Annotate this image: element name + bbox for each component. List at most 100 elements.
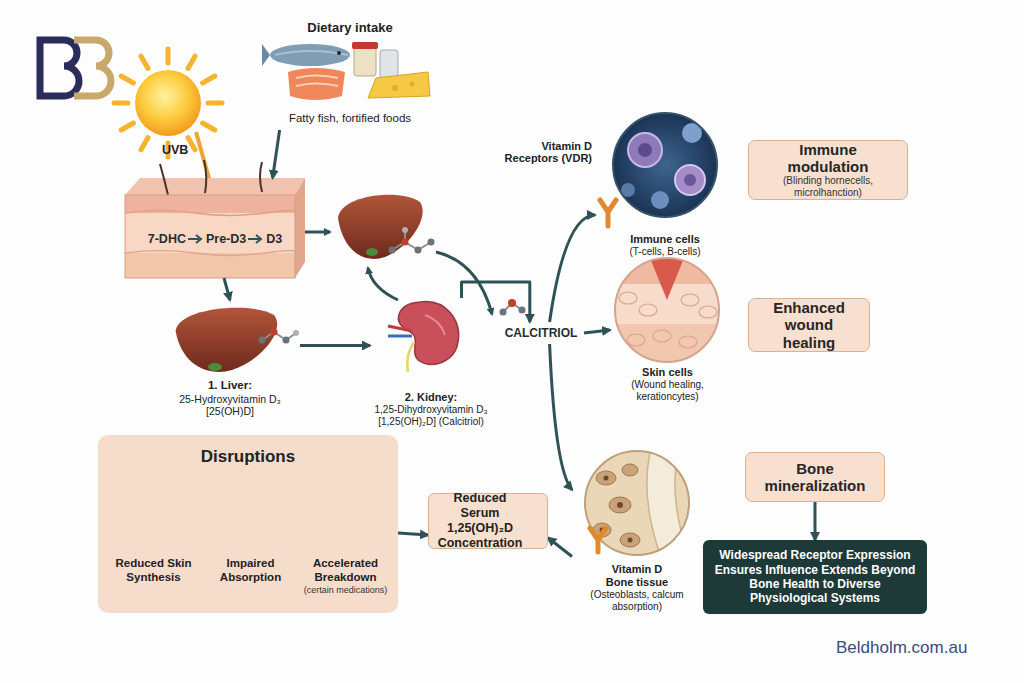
node-text: 1. Liver:: [208, 379, 252, 393]
skin-illustration: [125, 213, 295, 253]
food-illustration: [337, 51, 341, 55]
flow-connector: [550, 215, 595, 322]
kidney-illustration: [407, 342, 414, 372]
liver-illustration: [259, 337, 266, 344]
node-subtext: Fatty fish, fortified foods: [289, 112, 411, 126]
result-box: Reduced Serum 1,25(OH)₂D Concentration: [428, 493, 548, 549]
liver-illustration: [176, 308, 278, 372]
molecule-icon: [500, 309, 507, 316]
node-subtext: 1,25-Dihydroxyvitamin D₃ [1,25(OH)₂D] (C…: [370, 404, 492, 428]
receptor-symbol: [590, 528, 606, 552]
target-cell-circle: Vitamin D Bone tissue(Osteoblasts, calcu…: [572, 448, 702, 615]
dietary-source: Dietary intakeFatty fish, fortified food…: [262, 18, 438, 130]
node-text: Skin cells: [642, 366, 693, 379]
node-subtext: (Osteoblasts, calcum absorption): [572, 589, 702, 613]
bone-tissue-circle: [622, 464, 638, 476]
immune-cell-circle: [613, 113, 717, 217]
skin-illustration: [125, 160, 305, 278]
node-subtext: (T-cells, B-cells): [629, 246, 700, 258]
flow-arrow: [188, 234, 204, 244]
food-illustration: [275, 51, 348, 55]
food-illustration: [380, 50, 398, 78]
node-text: Immune cells: [630, 233, 700, 246]
flow-connector: [224, 278, 230, 300]
skin-illustration: [125, 251, 296, 256]
receptor-symbol: [600, 200, 616, 226]
immune-cell-circle: [638, 143, 652, 157]
liver-illustration: [366, 248, 378, 256]
liver-illustration: [271, 329, 278, 336]
node-text: Dietary intake: [307, 20, 392, 36]
skin-illustration: [160, 160, 262, 195]
skin-illustration: [125, 195, 295, 278]
kidney-illustration: [388, 302, 459, 372]
sun-icon: [114, 101, 128, 106]
immune-cell-circle: [628, 133, 662, 167]
bone-tissue-circle: [609, 497, 631, 513]
node-text: Accelerated Breakdown: [298, 557, 393, 585]
sun-icon: [188, 56, 195, 68]
cycle-arrow: [436, 252, 492, 314]
logo-mark: [74, 40, 111, 96]
watermark: Beldholm.com.au: [836, 638, 996, 658]
liver-illustration: [402, 227, 408, 233]
logo-mark: [40, 40, 111, 96]
effect-box: Immune modulation(Blinding hornecells, m…: [748, 140, 908, 200]
food-illustration: [288, 68, 345, 100]
skin-illustration: [125, 253, 295, 278]
skin-cell-circle: [699, 306, 717, 318]
flow-connector: [300, 344, 370, 347]
sun-icon: [141, 56, 148, 68]
skin-illustration: [125, 211, 296, 216]
disruptions-panel: DisruptionsReduced Skin SynthesisImpaire…: [98, 435, 398, 613]
flow-arrow: [248, 235, 261, 243]
node-text: Vitamin D Bone tissue: [597, 563, 677, 589]
summary-box: Widespread Receptor Expression Ensures I…: [703, 540, 927, 614]
skin-layer: 7-DHCPre-D3D3: [125, 178, 305, 278]
skin-cell-circle: [615, 258, 719, 362]
skin-cell-circle: [650, 258, 684, 300]
skin-illustration: [295, 178, 305, 278]
skin-cell-circle: [610, 258, 730, 364]
molecule-icon: [508, 299, 516, 307]
liver-illustration: [176, 308, 299, 372]
flow-connector: [814, 502, 817, 540]
liver-illustration: [402, 239, 409, 246]
cycle-arrow: [368, 268, 398, 300]
food-illustration: [270, 44, 350, 66]
disruption-item: Accelerated Breakdown(certain medication…: [298, 477, 393, 605]
radiation-label: UVB: [162, 143, 202, 157]
skin-illustration: [125, 178, 305, 195]
disruption-item: Reduced Skin Synthesis: [106, 477, 201, 605]
bone-tissue-circle: [617, 502, 623, 508]
hormone-node: CALCITRIOL: [498, 322, 584, 344]
food-illustration: [352, 42, 378, 49]
target-cell-circle: Immune cells(T-cells, B-cells): [595, 110, 735, 260]
receptor-label: Vitamin D Receptors (VDR): [488, 140, 592, 164]
kidney-illustration: [388, 326, 412, 331]
liver-illustration: [415, 247, 422, 254]
liver-illustration: [262, 332, 296, 340]
kidney-step: 2. Kidney:1,25-Dihydroxyvitamin D₃ [1,25…: [370, 298, 492, 430]
target-cell-circle: Skin cells(Wound healing, kerationcytes): [610, 255, 725, 405]
food-illustration: [392, 85, 398, 91]
food-illustration: [410, 82, 415, 87]
food-illustration: [296, 76, 338, 87]
food-illustration: [262, 42, 430, 100]
node-text: Bone mineralization: [754, 460, 876, 495]
node-subtext: (Wound healing, kerationcytes): [610, 379, 725, 403]
skin-cell-circle: [610, 258, 730, 364]
node-text: Disruptions: [98, 435, 398, 467]
sun-icon: [208, 101, 222, 106]
liver-illustration: [293, 330, 299, 336]
node-text: Widespread Receptor Expression Ensures I…: [713, 548, 917, 606]
node-subtext: D3: [266, 232, 282, 247]
molecule-icon: [500, 299, 526, 316]
immune-cell-circle: [675, 165, 705, 195]
sun-icon: [121, 76, 133, 83]
bone-tissue-circle: [585, 451, 689, 555]
liver-illustration: [283, 337, 290, 344]
node-subtext: (certain medications): [304, 585, 388, 596]
immune-cell-circle: [651, 191, 669, 209]
flow-connector: [584, 330, 610, 333]
